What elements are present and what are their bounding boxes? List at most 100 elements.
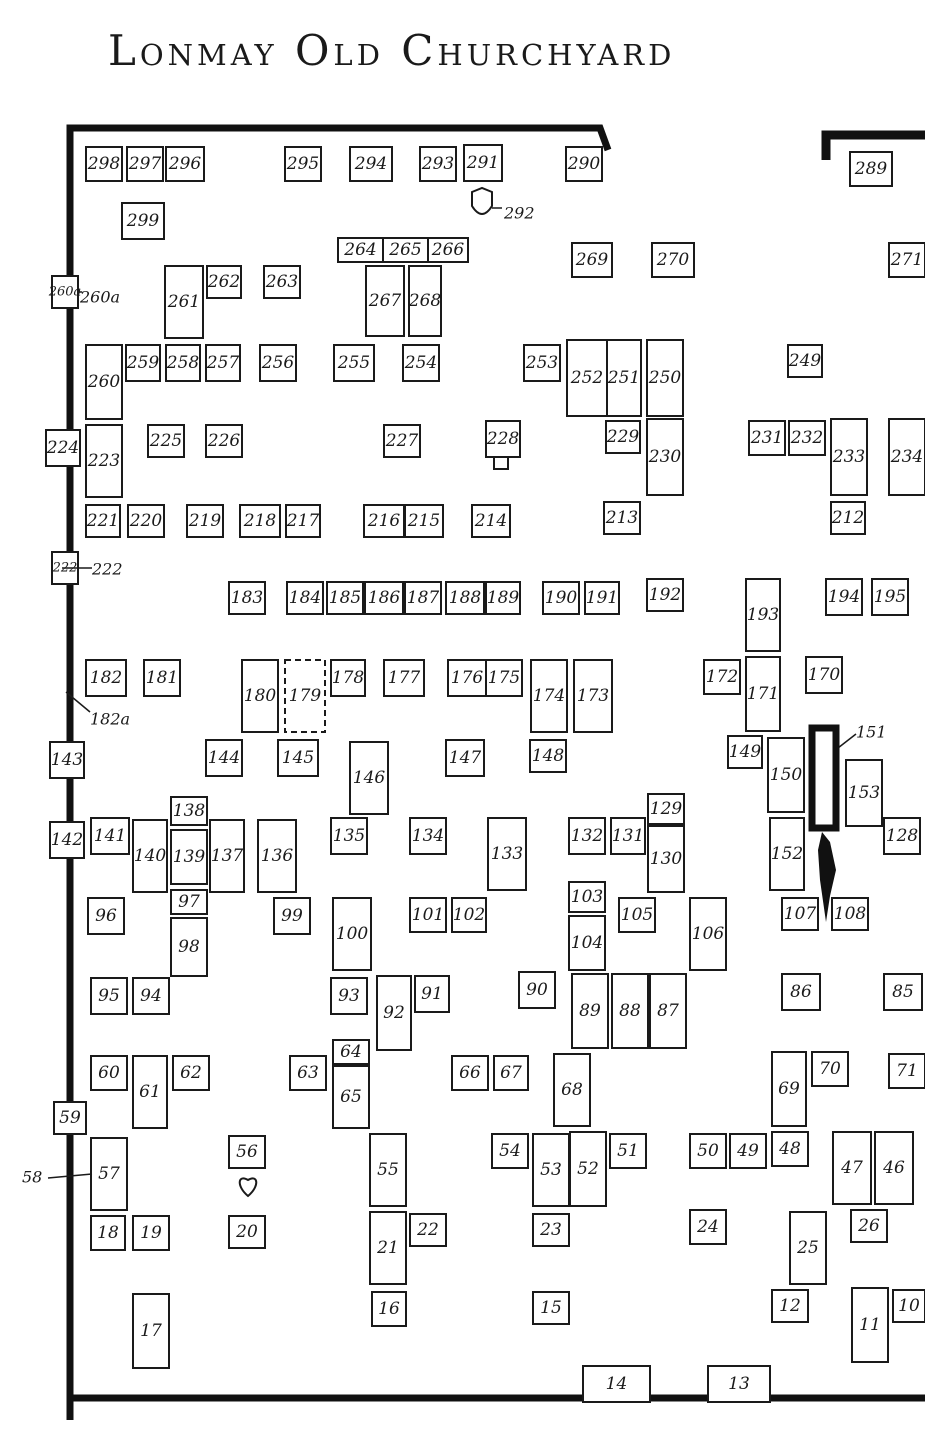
grave-plot[interactable]: 46 xyxy=(874,1131,914,1205)
grave-plot[interactable]: 289 xyxy=(849,151,893,187)
grave-plot[interactable]: 53 xyxy=(532,1133,570,1207)
grave-plot[interactable]: 263 xyxy=(263,265,301,299)
grave-plot[interactable]: 295 xyxy=(284,146,322,182)
grave-plot[interactable]: 131 xyxy=(610,817,646,855)
grave-plot[interactable]: 228 xyxy=(485,420,521,458)
grave-plot[interactable]: 150 xyxy=(767,737,805,813)
grave-plot[interactable]: 141 xyxy=(90,817,130,855)
grave-plot[interactable]: 231 xyxy=(748,420,786,456)
grave-plot[interactable]: 299 xyxy=(121,202,165,240)
grave-plot[interactable]: 220 xyxy=(127,504,165,538)
grave-plot[interactable]: 59 xyxy=(53,1101,87,1135)
grave-plot[interactable]: 136 xyxy=(257,819,297,893)
grave-plot[interactable]: 252 xyxy=(566,339,608,417)
grave-plot[interactable]: 147 xyxy=(445,739,485,777)
grave-plot[interactable]: 100 xyxy=(332,897,372,971)
grave-plot[interactable]: 217 xyxy=(285,504,321,538)
grave-plot[interactable]: 234 xyxy=(888,418,925,496)
grave-plot[interactable]: 271 xyxy=(888,242,925,278)
grave-plot[interactable]: 102 xyxy=(451,897,487,933)
grave-plot[interactable]: 96 xyxy=(87,897,125,935)
grave-plot[interactable]: 255 xyxy=(333,344,375,382)
grave-plot[interactable]: 182 xyxy=(85,659,127,697)
grave-plot[interactable]: 135 xyxy=(330,817,368,855)
grave-plot[interactable]: 61 xyxy=(132,1055,168,1129)
grave-plot[interactable]: 153 xyxy=(845,759,883,827)
grave-plot[interactable]: 254 xyxy=(402,344,440,382)
grave-plot[interactable]: 19 xyxy=(132,1215,170,1251)
grave-plot[interactable]: 101 xyxy=(409,897,447,933)
grave-plot[interactable]: 143 xyxy=(49,741,85,779)
grave-plot[interactable]: 50 xyxy=(689,1133,727,1169)
grave-plot[interactable]: 71 xyxy=(888,1053,925,1089)
grave-plot[interactable]: 233 xyxy=(830,418,868,496)
grave-plot[interactable]: 103 xyxy=(568,881,606,913)
grave-plot[interactable]: 93 xyxy=(330,977,368,1015)
grave-plot[interactable]: 180 xyxy=(241,659,279,733)
grave-plot[interactable]: 62 xyxy=(172,1055,210,1091)
grave-plot[interactable]: 18 xyxy=(90,1215,126,1251)
grave-plot[interactable]: 270 xyxy=(651,242,695,278)
grave-plot[interactable]: 91 xyxy=(414,975,450,1013)
grave-plot[interactable]: 290 xyxy=(565,146,603,182)
grave-plot[interactable]: 297 xyxy=(126,146,164,182)
grave-plot[interactable]: 14 xyxy=(582,1365,651,1403)
grave-plot[interactable]: 92 xyxy=(376,975,412,1051)
grave-plot[interactable]: 88 xyxy=(611,973,649,1049)
grave-plot[interactable]: 251 xyxy=(606,339,642,417)
grave-plot[interactable]: 184 xyxy=(286,581,324,615)
grave-plot[interactable]: 294 xyxy=(349,146,393,182)
grave-plot[interactable]: 128 xyxy=(883,817,921,855)
grave-plot[interactable]: 224 xyxy=(45,429,81,467)
grave-plot[interactable]: 140 xyxy=(132,819,168,893)
grave-plot[interactable]: 57 xyxy=(90,1137,128,1211)
grave-plot[interactable]: 226 xyxy=(205,424,243,458)
grave-plot[interactable]: 229 xyxy=(605,420,641,454)
grave-plot[interactable]: 49 xyxy=(729,1133,767,1169)
grave-plot[interactable]: 222 xyxy=(51,551,79,585)
grave-plot[interactable]: 250 xyxy=(646,339,684,417)
grave-plot[interactable]: 152 xyxy=(769,817,805,891)
grave-plot[interactable]: 23 xyxy=(532,1213,570,1247)
grave-plot[interactable]: 171 xyxy=(745,656,781,732)
grave-plot[interactable]: 176 xyxy=(447,659,487,697)
grave-plot[interactable]: 20 xyxy=(228,1215,266,1249)
grave-plot[interactable]: 144 xyxy=(205,739,243,777)
grave-plot[interactable]: 212 xyxy=(830,501,866,535)
grave-plot[interactable]: 214 xyxy=(471,504,511,538)
grave-plot[interactable]: 213 xyxy=(603,501,641,535)
grave-plot[interactable]: 260 xyxy=(85,344,123,420)
grave-plot[interactable]: 216 xyxy=(363,504,405,538)
grave-plot[interactable]: 174 xyxy=(530,659,568,733)
grave-plot[interactable]: 172 xyxy=(703,659,741,695)
grave-plot[interactable]: 261 xyxy=(164,265,204,339)
grave-plot[interactable]: 12 xyxy=(771,1289,809,1323)
grave-plot[interactable]: 293 xyxy=(419,146,457,182)
grave-plot[interactable]: 249 xyxy=(787,344,823,378)
grave-plot[interactable]: 259 xyxy=(125,344,161,382)
grave-plot[interactable]: 52 xyxy=(569,1131,607,1207)
grave-plot[interactable]: 25 xyxy=(789,1211,827,1285)
grave-plot[interactable]: 89 xyxy=(571,973,609,1049)
grave-plot[interactable]: 68 xyxy=(553,1053,591,1127)
grave-plot[interactable]: 298 xyxy=(85,146,123,182)
grave-plot[interactable]: 86 xyxy=(781,973,821,1011)
grave-plot[interactable]: 186 xyxy=(364,581,404,615)
grave-plot[interactable]: 11 xyxy=(851,1287,889,1363)
grave-plot[interactable]: 177 xyxy=(383,659,425,697)
grave-plot[interactable]: 262 xyxy=(206,265,242,299)
grave-plot[interactable]: 56 xyxy=(228,1135,266,1169)
grave-plot[interactable]: 16 xyxy=(371,1291,407,1327)
grave-plot[interactable]: 90 xyxy=(518,971,556,1009)
grave-plot[interactable]: 175 xyxy=(485,659,523,697)
grave-plot[interactable]: 67 xyxy=(493,1055,529,1091)
grave-plot[interactable]: 190 xyxy=(542,581,580,615)
grave-plot[interactable]: 95 xyxy=(90,977,128,1015)
grave-plot[interactable]: 107 xyxy=(781,897,819,931)
grave-plot[interactable]: 232 xyxy=(788,420,826,456)
grave-plot[interactable]: 66 xyxy=(451,1055,489,1091)
grave-plot[interactable]: 51 xyxy=(609,1133,647,1169)
grave-plot[interactable]: 47 xyxy=(832,1131,872,1205)
grave-plot[interactable]: 183 xyxy=(228,581,266,615)
grave-plot[interactable]: 133 xyxy=(487,817,527,891)
